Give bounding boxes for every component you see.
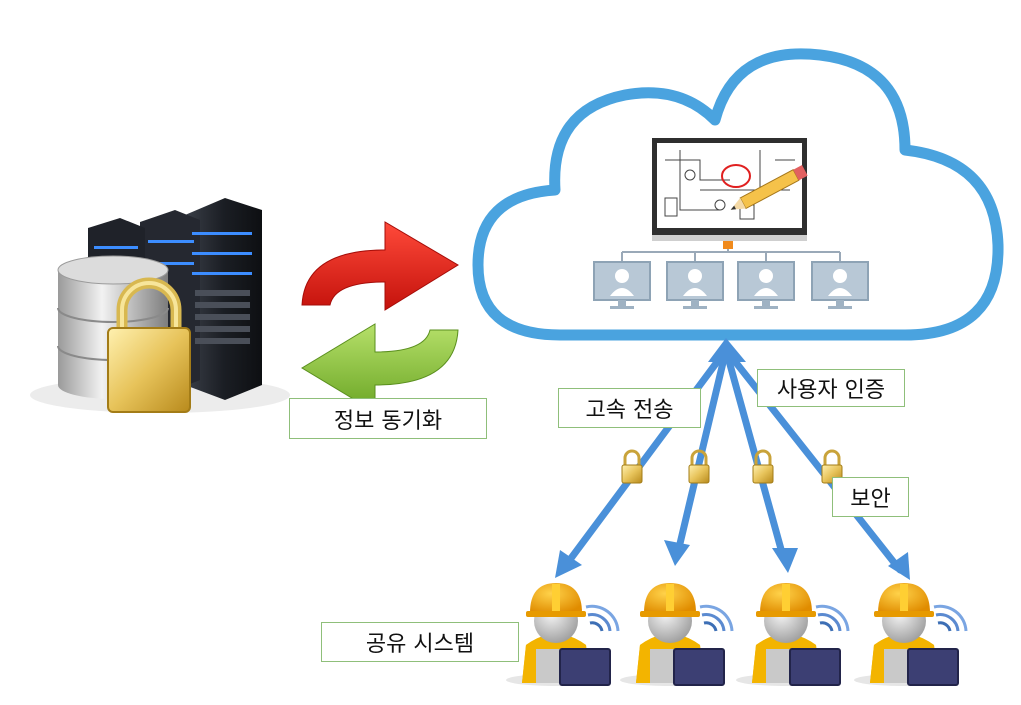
worker-laptop-icon xyxy=(504,581,620,688)
sharing-system-label: 공유 시스템 xyxy=(321,622,519,662)
sync-arrows xyxy=(301,221,459,413)
network-tree-lines xyxy=(621,241,841,262)
monitor-drawing-icon xyxy=(652,138,808,241)
user-authentication-label: 사용자 인증 xyxy=(757,369,905,407)
worker-laptop-icon xyxy=(734,581,850,688)
padlock-icon xyxy=(620,449,644,485)
padlock-large-icon xyxy=(107,277,191,413)
sync-label: 정보 동기화 xyxy=(289,398,487,439)
server-database-group xyxy=(30,198,290,413)
padlock-icon xyxy=(751,449,775,485)
pencil-icon xyxy=(730,165,808,210)
high-speed-transfer-label: 고속 전송 xyxy=(558,388,701,428)
arrowheads xyxy=(555,338,910,580)
worker-laptop-icon xyxy=(852,581,968,688)
upload-arrow-icon xyxy=(301,221,459,311)
worker-laptop-icon xyxy=(618,581,734,688)
security-label: 보안 xyxy=(832,477,909,517)
